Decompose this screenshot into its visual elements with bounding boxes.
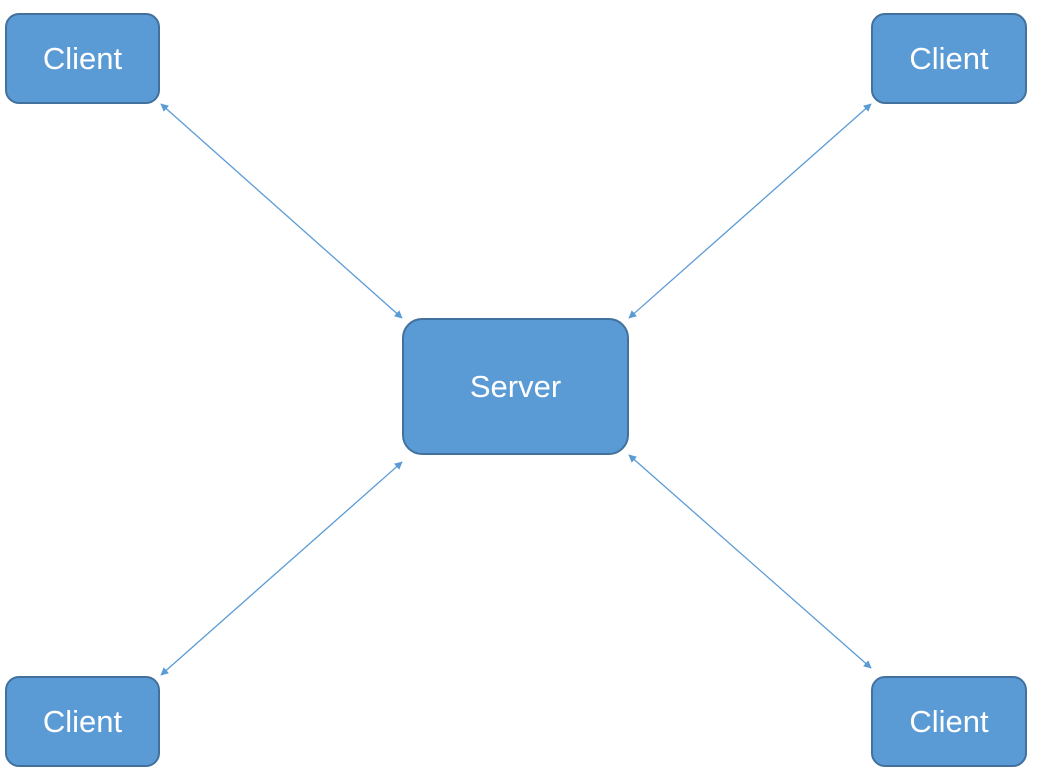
connector-top-left bbox=[160, 103, 403, 319]
client-label: Client bbox=[909, 703, 989, 739]
client-label: Client bbox=[42, 703, 123, 739]
server-node: Server bbox=[402, 318, 629, 455]
client-label: Client bbox=[42, 40, 123, 76]
client-label: Client bbox=[909, 40, 989, 76]
connector-top-right bbox=[628, 103, 872, 319]
connector-bottom-left bbox=[160, 461, 403, 676]
connector-bottom-right bbox=[628, 454, 872, 669]
client-node-bottom-left: Client bbox=[5, 676, 160, 767]
client-node-top-right: Client bbox=[871, 13, 1027, 104]
server-label: Server bbox=[469, 368, 562, 404]
client-node-bottom-right: Client bbox=[871, 676, 1027, 767]
client-node-top-left: Client bbox=[5, 13, 160, 104]
